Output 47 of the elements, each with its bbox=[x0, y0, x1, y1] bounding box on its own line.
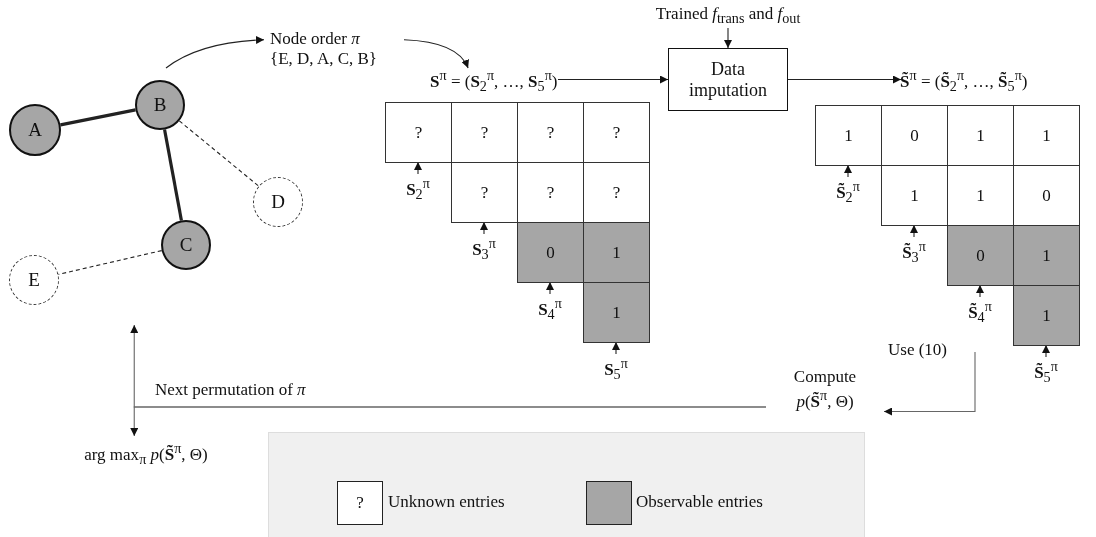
arrow bbox=[883, 351, 976, 416]
matrix-cell: 0 bbox=[947, 225, 1014, 286]
unknown-entry-sample: ? bbox=[337, 481, 383, 525]
graph-edge bbox=[163, 129, 183, 221]
graph-vertex: D bbox=[253, 177, 303, 227]
edge-label: Next permutation of π bbox=[155, 380, 306, 401]
arrow bbox=[403, 39, 469, 69]
arrow bbox=[130, 324, 767, 408]
matrix-cell: 1 bbox=[1013, 105, 1080, 166]
matrix-cell: ? bbox=[385, 102, 452, 163]
arrow bbox=[787, 75, 902, 84]
graph-edge bbox=[60, 108, 136, 127]
leader-line bbox=[546, 281, 554, 295]
leader-line bbox=[414, 161, 422, 175]
matrix-cell: 1 bbox=[815, 105, 882, 166]
graph-edge bbox=[178, 120, 260, 187]
arrow bbox=[557, 75, 669, 84]
node-order-text: Node order π {E, D, A, C, B} bbox=[270, 26, 400, 72]
graph-vertex: B bbox=[135, 80, 185, 130]
leader-line bbox=[480, 221, 488, 235]
leader-line bbox=[844, 164, 852, 178]
matrix-cell: 0 bbox=[517, 222, 584, 283]
matrix-cell: 1 bbox=[881, 165, 948, 226]
arrow bbox=[724, 27, 732, 49]
compute-label: Compute p(S̃$^{π}$, Θ) bbox=[780, 364, 870, 414]
leader-line bbox=[612, 341, 620, 355]
matrix-cell: 1 bbox=[1013, 285, 1080, 346]
matrix-cell: 1 bbox=[1013, 225, 1080, 286]
equation-label: S$^{π}$ = (S$_{2}$$^{π}$, …, S$_{5}$$^{π}$) bbox=[430, 66, 558, 96]
process-box: Data imputation bbox=[668, 48, 788, 111]
graph-vertex: E bbox=[9, 255, 59, 305]
arrow bbox=[165, 36, 265, 69]
equation-label: S̃$^{π}$ = (S̃$_{2}$$^{π}$, …, S̃$_{5}$$^{π}$) bbox=[900, 66, 1028, 96]
graph-vertex: A bbox=[9, 104, 61, 156]
result-label: arg max$_{π}$ p(S̃$^{π}$, Θ) bbox=[48, 436, 244, 472]
leader-line bbox=[910, 224, 918, 238]
input-label: Trained f$_{trans}$ and f$_{out}$ bbox=[610, 2, 846, 28]
legend-label: Observable entries bbox=[636, 492, 763, 513]
matrix-cell: 1 bbox=[583, 282, 650, 343]
matrix-cell: 1 bbox=[583, 222, 650, 283]
matrix-cell: ? bbox=[451, 162, 518, 223]
edge-label: Use (10) bbox=[888, 340, 947, 361]
graph-vertex: C bbox=[161, 220, 211, 270]
legend-label: Unknown entries bbox=[388, 492, 505, 513]
leader-line bbox=[1042, 344, 1050, 358]
leader-line bbox=[976, 284, 984, 298]
matrix-cell: ? bbox=[583, 102, 650, 163]
